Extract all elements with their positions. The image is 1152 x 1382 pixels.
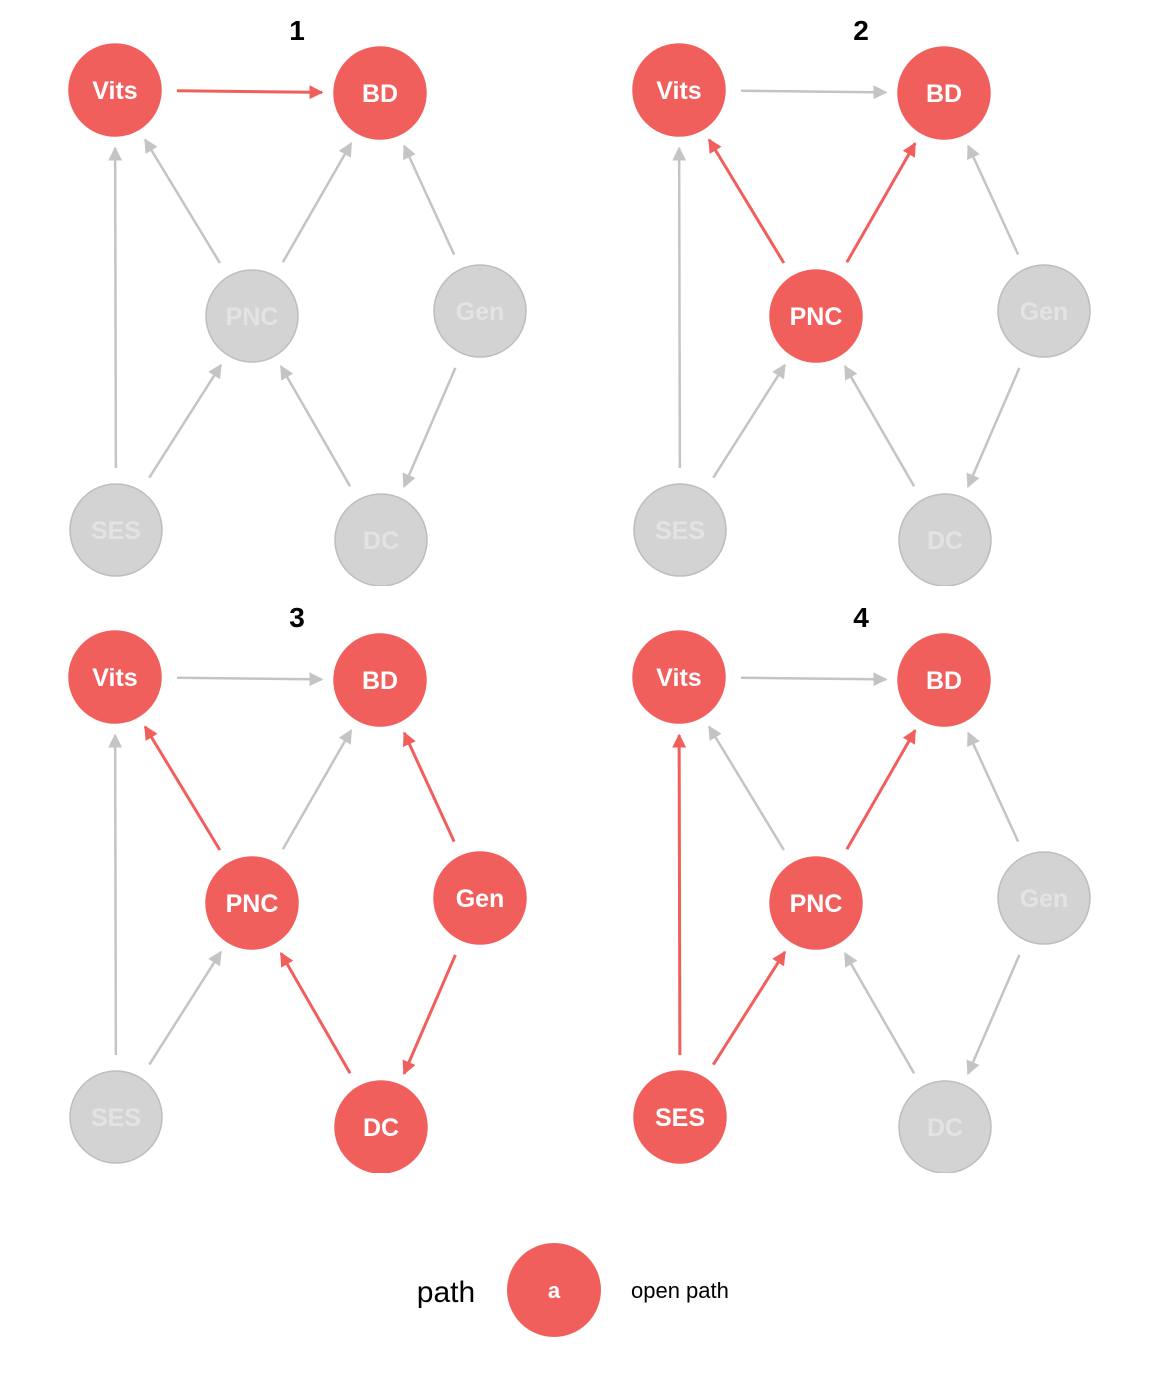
node-label-bd: BD (926, 80, 962, 108)
node-pnc (205, 856, 299, 950)
edge-gen-to-dc (966, 367, 1021, 489)
edge-gen-to-bd (967, 144, 1020, 256)
node-dc (334, 1080, 428, 1173)
node-label-vits: Vits (92, 664, 137, 692)
edge-ses-to-pnc (712, 363, 786, 479)
node-label-ses: SES (655, 517, 705, 545)
edge-ses-to-vits (108, 733, 123, 1056)
edge-gen-to-bd (403, 144, 456, 256)
edge-ses-to-vits (108, 146, 123, 469)
node-label-dc: DC (927, 1114, 963, 1142)
edge-pnc-to-vits (707, 725, 785, 851)
panel-title: 2 (853, 15, 869, 46)
node-label-dc: DC (927, 527, 963, 555)
node-label-pnc: PNC (226, 303, 279, 331)
edge-gen-to-dc (402, 367, 457, 489)
edge-gen-to-bd (402, 731, 456, 843)
edge-dc-to-pnc (279, 952, 352, 1075)
edge-gen-to-bd (967, 731, 1020, 843)
node-label-gen: Gen (1020, 298, 1069, 326)
node-label-pnc: PNC (226, 890, 279, 918)
edge-ses-to-vits (672, 733, 687, 1056)
legend-key-node (507, 1243, 601, 1337)
edge-gen-to-dc (966, 954, 1021, 1076)
edge-ses-to-pnc (148, 950, 222, 1066)
node-gen (997, 851, 1091, 945)
node-gen (997, 264, 1091, 358)
edge-gen-to-dc (402, 954, 457, 1076)
node-label-pnc: PNC (790, 890, 843, 918)
legend-label: open path (631, 1278, 729, 1303)
edge-pnc-to-vits (707, 138, 786, 264)
edge-vits-to-bd (740, 85, 888, 100)
edge-vits-to-bd (176, 672, 324, 687)
node-label-vits: Vits (656, 77, 701, 105)
node-ses (633, 483, 727, 577)
node-label-gen: Gen (1020, 885, 1069, 913)
node-ses (69, 483, 163, 577)
node-label-vits: Vits (656, 664, 701, 692)
legend: path a open path (417, 1243, 729, 1337)
edge-pnc-to-bd (281, 729, 353, 850)
edge-dc-to-pnc (279, 365, 352, 487)
node-pnc (769, 269, 863, 363)
edge-dc-to-pnc (843, 365, 916, 487)
legend-title: path (417, 1276, 475, 1309)
node-vits (632, 43, 726, 137)
node-label-gen: Gen (456, 298, 505, 326)
node-vits (68, 43, 162, 137)
node-dc (898, 493, 992, 586)
edge-pnc-to-bd (845, 729, 917, 850)
edge-pnc-to-vits (143, 138, 221, 264)
legend-key-text: a (548, 1278, 561, 1303)
panel-title: 1 (289, 15, 305, 46)
edge-vits-to-bd (740, 672, 888, 687)
edge-ses-to-pnc (711, 950, 787, 1066)
node-dc (334, 493, 428, 586)
node-label-gen: Gen (456, 885, 505, 913)
node-ses (69, 1070, 163, 1164)
node-gen (433, 851, 527, 945)
node-pnc (205, 269, 299, 363)
node-bd (897, 633, 991, 727)
node-bd (897, 46, 991, 140)
node-ses (633, 1070, 727, 1164)
panel-title: 4 (853, 602, 869, 633)
edge-ses-to-pnc (148, 363, 222, 479)
edge-dc-to-pnc (843, 952, 916, 1074)
node-label-bd: BD (926, 667, 962, 695)
node-bd (333, 46, 427, 140)
node-label-ses: SES (91, 1104, 141, 1132)
edge-pnc-to-vits (143, 725, 222, 851)
node-label-bd: BD (362, 80, 398, 108)
panel-title: 3 (289, 602, 305, 633)
edge-ses-to-vits (672, 146, 687, 469)
node-label-dc: DC (363, 1114, 399, 1142)
node-label-dc: DC (363, 527, 399, 555)
node-label-ses: SES (655, 1104, 705, 1132)
node-label-pnc: PNC (790, 303, 843, 331)
node-bd (333, 633, 427, 727)
edge-pnc-to-bd (281, 142, 353, 263)
edge-vits-to-bd (176, 85, 324, 100)
node-vits (632, 630, 726, 724)
node-pnc (769, 856, 863, 950)
node-dc (898, 1080, 992, 1173)
node-vits (68, 630, 162, 724)
edge-pnc-to-bd (845, 142, 917, 263)
node-gen (433, 264, 527, 358)
node-label-vits: Vits (92, 77, 137, 105)
node-label-ses: SES (91, 517, 141, 545)
node-label-bd: BD (362, 667, 398, 695)
